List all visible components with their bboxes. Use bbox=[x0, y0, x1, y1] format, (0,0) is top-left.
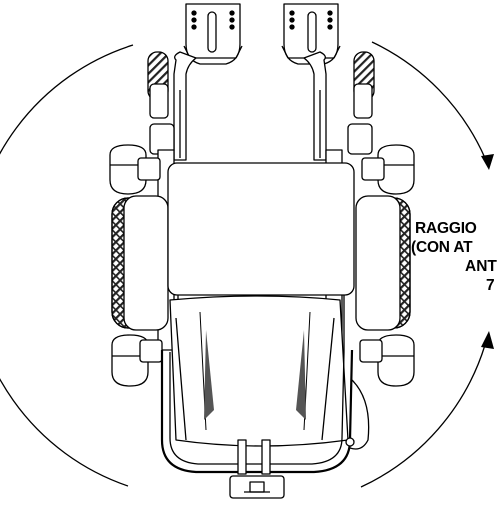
right-upper-antitip bbox=[361, 144, 415, 195]
arrow-head-bottom bbox=[481, 331, 494, 349]
push-handle-loop bbox=[160, 349, 354, 474]
push-handle-inner bbox=[169, 351, 345, 465]
left-upper-antitip bbox=[109, 144, 161, 195]
front-right-caster bbox=[347, 51, 375, 155]
radius-label-line-2: (CON AT bbox=[411, 239, 473, 256]
right-footplate bbox=[281, 3, 341, 65]
backrest-folds bbox=[175, 317, 335, 441]
cable-clip bbox=[345, 437, 355, 447]
backrest-shadow-right bbox=[296, 330, 306, 420]
backrest bbox=[169, 295, 349, 447]
radius-label-line-4: 7 bbox=[486, 277, 495, 294]
radius-label-line-3: ANT bbox=[465, 258, 497, 275]
backrest-shadow-left bbox=[204, 330, 214, 420]
radius-arc-bottom-right bbox=[360, 344, 486, 488]
radius-arc-top-right bbox=[371, 41, 486, 159]
right-drive-wheel bbox=[355, 195, 411, 331]
wheelchair-top-view bbox=[109, 3, 415, 499]
left-lower-antitip bbox=[111, 334, 163, 387]
turning-radius-arc bbox=[0, 41, 486, 488]
left-hanger bbox=[173, 51, 197, 161]
front-left-caster bbox=[147, 51, 175, 155]
seat-cushion bbox=[167, 162, 355, 296]
arrow-head-top bbox=[481, 154, 494, 170]
right-hanger bbox=[303, 51, 327, 161]
right-lower-antitip bbox=[359, 334, 415, 387]
turning-radius-arrow-icon bbox=[481, 154, 494, 349]
cable bbox=[349, 379, 370, 450]
rear-tow-bracket bbox=[229, 439, 285, 499]
radius-label-line-1: RAGGIO bbox=[415, 220, 477, 237]
left-footplate bbox=[183, 3, 243, 65]
radius-arc-left bbox=[0, 44, 134, 487]
left-drive-wheel bbox=[111, 195, 169, 331]
